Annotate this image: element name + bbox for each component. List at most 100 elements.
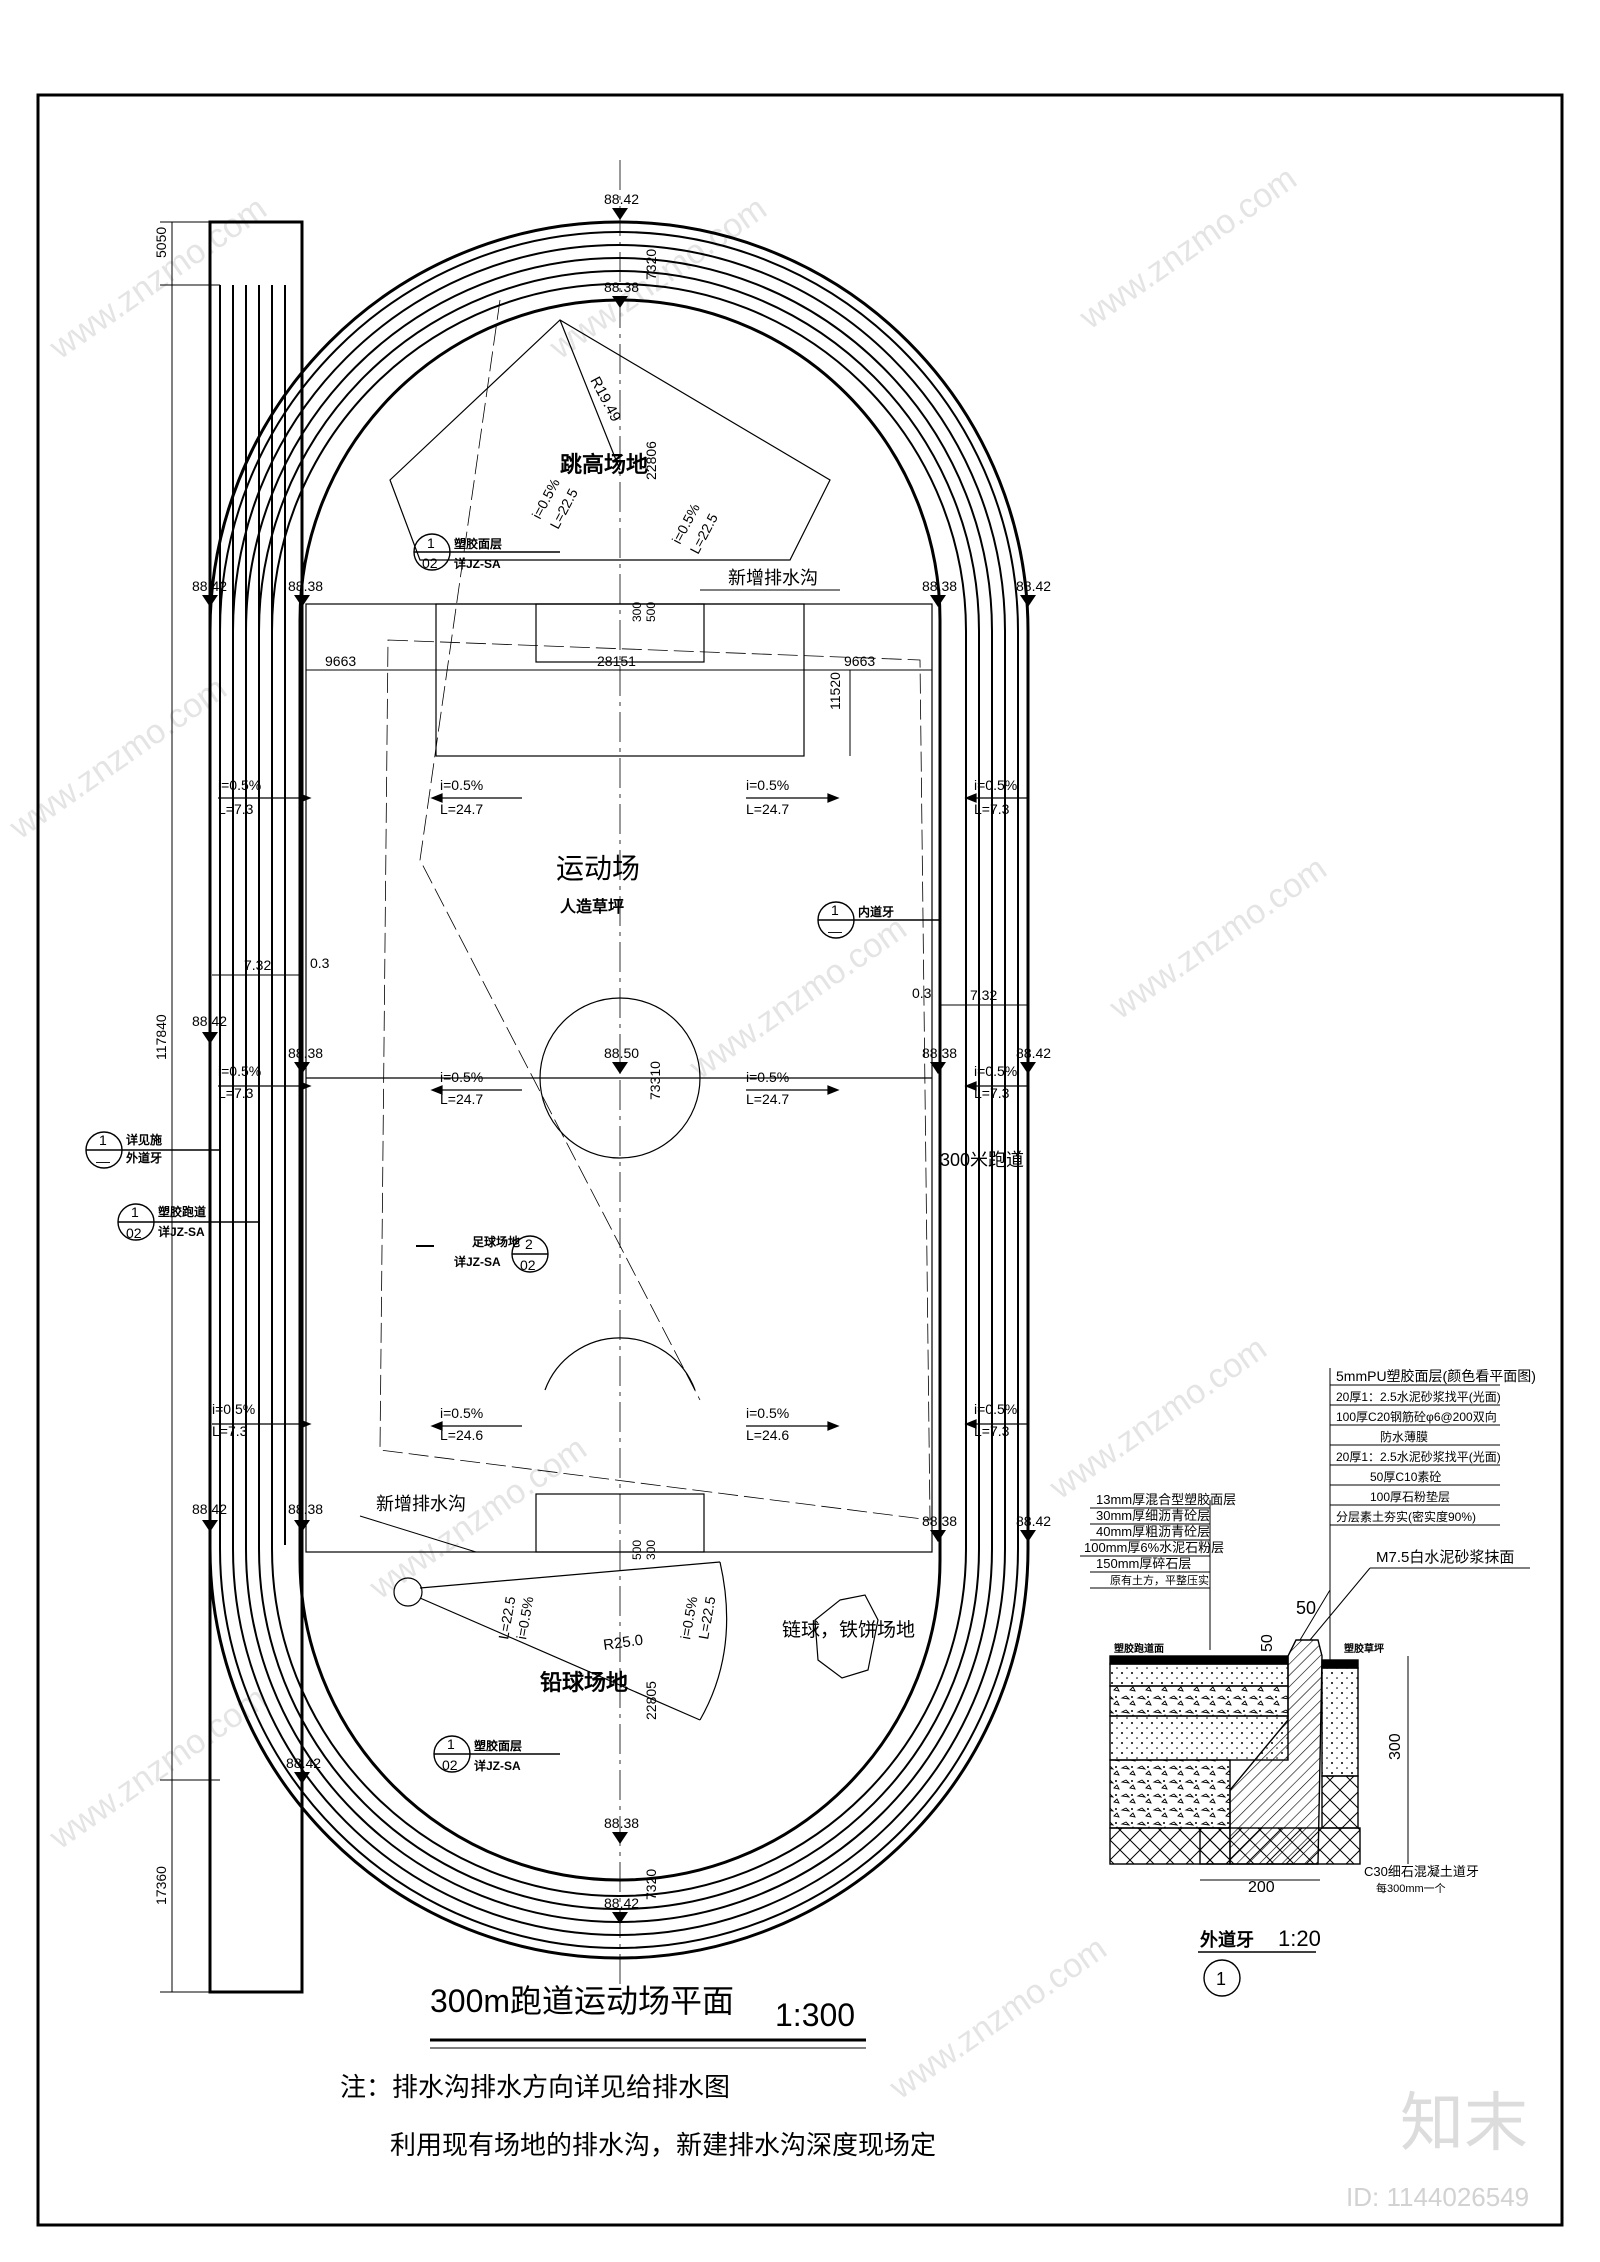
callout-text: 塑胶面层 xyxy=(454,536,502,551)
surface-label: 塑胶跑道面 xyxy=(1114,1642,1164,1655)
dim-top-arc-width: 7320 xyxy=(643,249,659,280)
high-jump-area xyxy=(389,319,831,561)
dim-field-length: 73310 xyxy=(647,1061,663,1100)
dim-goal-top-a: 300 xyxy=(630,602,644,622)
callout-number: 1 xyxy=(831,902,839,918)
label-detail-ref: 详JZ-SA xyxy=(454,1254,501,1269)
callout-sheet: — xyxy=(96,1153,110,1169)
dim-50: 50 xyxy=(1296,1598,1316,1618)
oval-track xyxy=(208,220,1030,1960)
label-turf: 人造草坪 xyxy=(560,897,624,916)
elevation-markers: 88.42 88.38 88.42 88.38 88.38 88.42 88.4… xyxy=(192,191,1051,1924)
callout-number: 1 xyxy=(131,1204,139,1220)
note-line-1: 注：排水沟排水方向详见给排水图 xyxy=(340,2072,730,2102)
slope-l: L=7.3 xyxy=(974,801,1010,817)
layer-label: 30mm厚细沥青砼层 xyxy=(1096,1508,1210,1523)
slope-l: L=7.3 xyxy=(974,1085,1010,1101)
callout-number: 1 xyxy=(99,1132,107,1148)
title-block: 300m跑道运动场平面 1:300 注：排水沟排水方向详见给排水图 利用现有场地… xyxy=(340,1983,936,2160)
slope-l: L=24.7 xyxy=(440,1091,483,1107)
slope-l: L=7.3 xyxy=(218,1085,254,1101)
label-high-jump: 跳高场地 xyxy=(560,452,648,477)
dim-lane-width-left: 7.32 xyxy=(244,957,271,973)
football-field xyxy=(305,160,933,1990)
dim-bottom-len: 17360 xyxy=(153,1866,169,1905)
callout-text: 详见施 xyxy=(126,1132,162,1147)
dim-side-len: 117840 xyxy=(153,1014,169,1060)
elevation-label: 88.50 xyxy=(604,1045,639,1061)
elevation-label: 88.42 xyxy=(192,1013,227,1029)
dim-lane-width-right: 7.32 xyxy=(970,987,997,1003)
surface-label: 塑胶草坪 xyxy=(1344,1642,1384,1655)
slope-l: L=7.3 xyxy=(974,1423,1010,1439)
watermark-text: www.znzmo.com xyxy=(1042,1329,1274,1507)
dim-field-right: 9663 xyxy=(844,653,875,669)
drawing-title: 300m跑道运动场平面 xyxy=(430,1983,734,2019)
drawing-scale: 1:300 xyxy=(775,1997,855,2033)
detail-scale: 1:20 xyxy=(1278,1926,1321,1951)
watermark-text: www.znzmo.com xyxy=(42,1679,274,1857)
elevation-label: 88.38 xyxy=(604,1815,639,1831)
elevation-label: 88.38 xyxy=(288,578,323,594)
dim-top-len: 5050 xyxy=(153,227,169,258)
corner-watermark: 知末 ID: 1144026549 xyxy=(1346,2087,1529,2212)
slope-i: i=0.5% xyxy=(974,1063,1017,1079)
callout-number: 1 xyxy=(427,535,435,551)
watermark-text: www.znzmo.com xyxy=(42,189,274,367)
slope-l: L=24.7 xyxy=(440,801,483,817)
label-new-drain-top: 新增排水沟 xyxy=(728,568,818,588)
right-layer-list: 5mmPU塑胶面层(颜色看平面图) 20厚1：2.5水泥砂浆找平(光面) 100… xyxy=(1329,1368,1536,1660)
slope-l: L=7.3 xyxy=(218,801,254,817)
curb-section-detail: 5mmPU塑胶面层(颜色看平面图) 20厚1：2.5水泥砂浆找平(光面) 100… xyxy=(1080,1368,1536,1997)
label-track-300: 300米跑道 xyxy=(940,1150,1024,1170)
elevation-label: 88.42 xyxy=(1016,578,1051,594)
leader-line xyxy=(359,1515,477,1553)
callout-sheet: 02 xyxy=(126,1225,142,1241)
slope-l: L=22.5 xyxy=(695,1595,718,1641)
label-new-drain-bottom: 新增排水沟 xyxy=(376,1494,466,1514)
layer-label: 20厚1：2.5水泥砂浆找平(光面) xyxy=(1336,1389,1501,1404)
detail-number: 1 xyxy=(1216,1969,1226,1989)
watermark-text: www.znzmo.com xyxy=(1102,849,1334,1027)
slope-l: L=7.3 xyxy=(212,1423,248,1439)
elevation-label: 88.38 xyxy=(288,1501,323,1517)
slope-i: i=0.5% xyxy=(440,1069,483,1085)
slope-l: L=24.7 xyxy=(746,801,789,817)
label-football-field: 足球场地 xyxy=(472,1234,520,1249)
elevation-label: 88.38 xyxy=(288,1045,323,1061)
dim-goal-top-b: 500 xyxy=(644,602,658,622)
throwing-area xyxy=(393,1561,879,1721)
layer-label: 原有土方，平整压实 xyxy=(1110,1573,1209,1587)
callout-number: 2 xyxy=(525,1236,533,1252)
callouts: 1 02 塑胶面层 详JZ-SA 1 — 内道牙 1 — 详见施 外道牙 1 0… xyxy=(85,533,940,1773)
callout-sheet: — xyxy=(828,923,842,939)
dim-bottom-arc-radius: 22805 xyxy=(643,1681,659,1720)
callout-sheet: 02 xyxy=(442,1757,458,1773)
slope-i: i=0.5% xyxy=(677,1595,700,1640)
dimension-lines xyxy=(160,221,1028,1993)
sheet-border xyxy=(36,93,1564,2227)
image-id-label: ID: 1144026549 xyxy=(1346,2182,1529,2212)
detail-number-circle xyxy=(1203,1959,1241,1997)
slope-i: i=0.5% xyxy=(440,777,483,793)
slope-i: i=0.5% xyxy=(746,777,789,793)
callout-text: 详JZ-SA xyxy=(474,1758,521,1773)
layer-label: 100厚C20钢筋砼φ6@200双向 xyxy=(1336,1409,1497,1424)
slope-arrows xyxy=(212,793,1028,1431)
slope-i: i=0.5% xyxy=(974,1401,1017,1417)
callout-text: 详JZ-SA xyxy=(454,556,501,571)
dimension-text: 5050 117840 17360 7320 22806 7320 22805 … xyxy=(153,227,997,1905)
elevation-label: 88.42 xyxy=(604,191,639,207)
label-shot-put: 铅球场地 xyxy=(540,1670,628,1695)
dim-200: 200 xyxy=(1248,1879,1275,1896)
elevation-label: 88.38 xyxy=(922,1045,957,1061)
dim-goal-bottom-b: 300 xyxy=(644,1540,658,1560)
slope-l: L=24.7 xyxy=(746,1091,789,1107)
dim-goal-bottom-a: 500 xyxy=(630,1540,644,1560)
callout-sheet: 02 xyxy=(422,555,438,571)
mortar-note: M7.5白水泥砂浆抹面 xyxy=(1376,1548,1514,1566)
layer-label: 分层素土夯实(密实度90%) xyxy=(1336,1509,1476,1524)
corner-logo: 知末 xyxy=(1400,2087,1528,2159)
label-chain-ball: 链球，铁饼场地 xyxy=(782,1619,915,1641)
